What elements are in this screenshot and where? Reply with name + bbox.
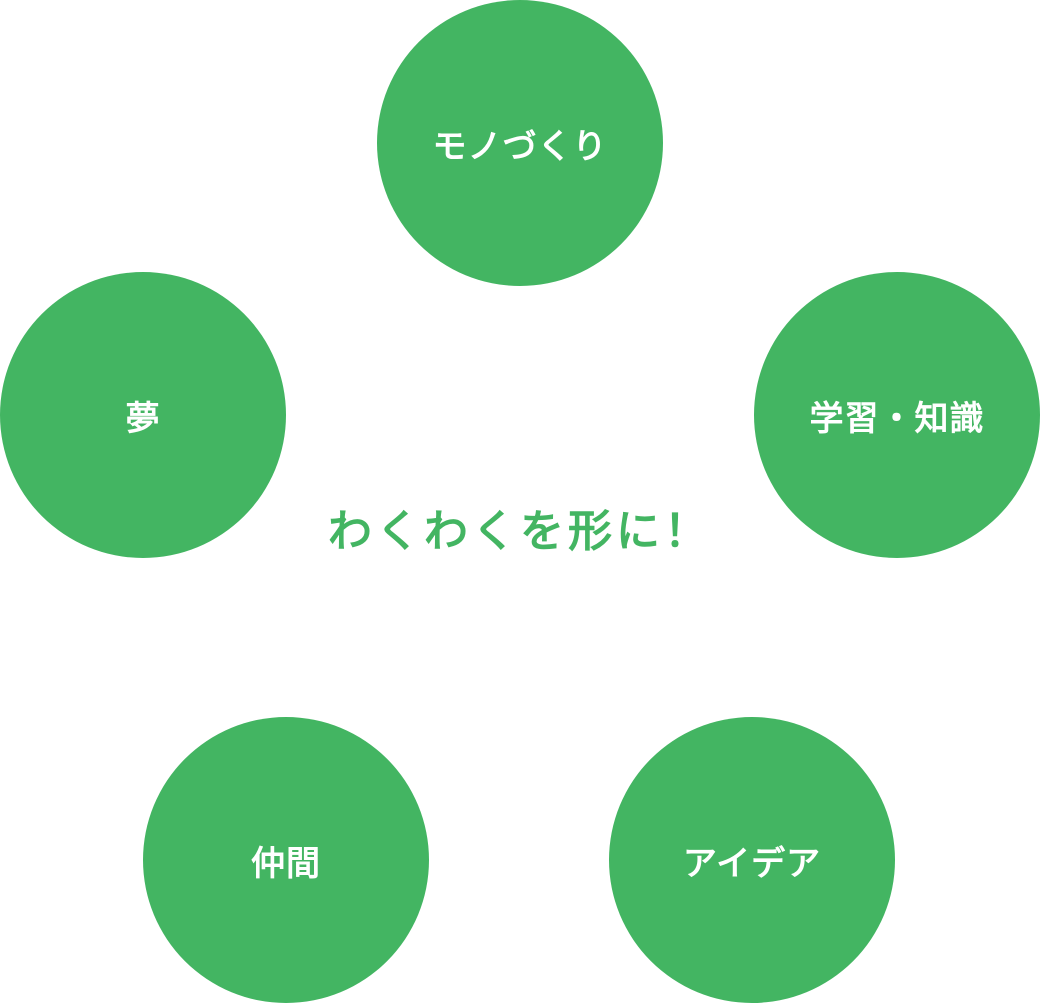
circle-label-yume: 夢 xyxy=(125,398,161,439)
circle-yume: 夢 xyxy=(0,272,286,558)
circle-label-idea: アイデア xyxy=(682,843,822,884)
circle-label-monozukuri: モノづくり xyxy=(432,126,608,167)
circle-gakushu-chishiki: 学習・知識 xyxy=(754,272,1040,558)
circle-monozukuri: モノづくり xyxy=(377,0,663,286)
center-slogan: わくわくを形に！ xyxy=(328,506,712,557)
circle-nakama: 仲間 xyxy=(143,717,429,1003)
circle-label-nakama: 仲間 xyxy=(251,843,321,884)
circle-idea: アイデア xyxy=(609,717,895,1003)
circle-label-gakushu-chishiki: 学習・知識 xyxy=(809,398,985,439)
